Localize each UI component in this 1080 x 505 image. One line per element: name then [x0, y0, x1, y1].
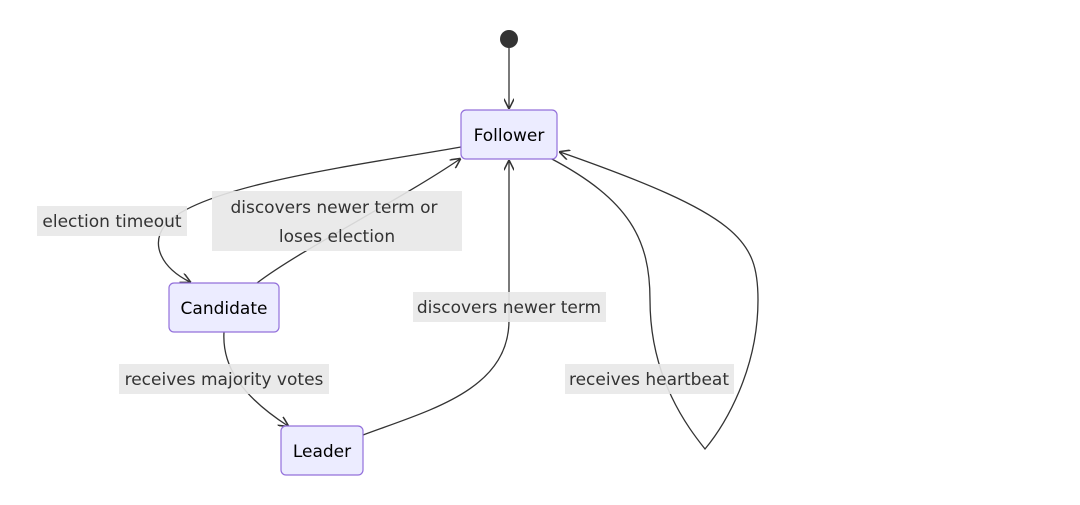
label-receives-heartbeat: receives heartbeat: [565, 364, 734, 394]
label-receives-majority-votes-text: receives majority votes: [125, 370, 324, 390]
label-receives-heartbeat-text: receives heartbeat: [569, 370, 729, 390]
state-leader[interactable]: Leader: [280, 425, 364, 476]
label-discovers-newer-term-or-loses-election: discovers newer term or loses election: [212, 191, 462, 251]
state-leader-label: Leader: [293, 442, 351, 462]
start-state-dot: [500, 30, 518, 48]
state-candidate[interactable]: Candidate: [168, 282, 280, 333]
edge-leader-to-follower: [362, 161, 509, 436]
state-follower-label: Follower: [474, 126, 545, 146]
edge-follower-self-loop: [549, 152, 759, 451]
label-election-timeout: election timeout: [37, 206, 187, 236]
label-receives-majority-votes: receives majority votes: [119, 364, 329, 394]
label-discovers-newer-term: discovers newer term: [413, 292, 606, 322]
state-candidate-label: Candidate: [181, 299, 268, 319]
label-discovers-newer-term-text: discovers newer term: [417, 298, 601, 318]
state-follower[interactable]: Follower: [460, 109, 558, 160]
label-election-timeout-text: election timeout: [42, 212, 182, 232]
label-discovers-or-loses-line2: loses election: [279, 227, 395, 247]
label-discovers-or-loses-line1: discovers newer term or: [230, 198, 437, 218]
edge-follower-to-candidate: [157, 146, 462, 282]
